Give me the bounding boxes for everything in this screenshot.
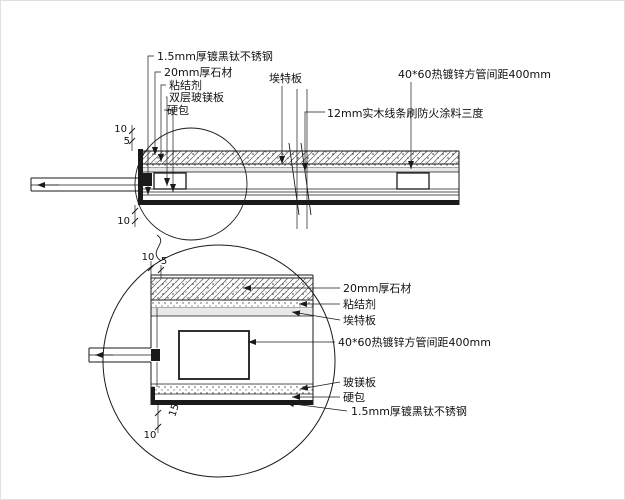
label-hardpack-detail: 硬包 [343,391,365,404]
detail-dimensions: 10 5 10 15 [142,252,182,441]
detail-leader-lines [243,285,348,412]
dim-15-detail-side: 15 [167,402,181,418]
adhesive-layer [141,164,459,168]
top-dimensions: 10 5 10 [114,124,139,227]
label-tube-top: 40*60热镀锌方管间距400mm [398,67,551,81]
end-blocking [142,173,152,186]
label-etex-detail: 埃特板 [343,313,376,327]
stainless-return [151,387,155,405]
dim-5-detail-top: 5 [161,256,167,267]
callout-squiggle [155,234,162,262]
detail-circle [102,244,336,478]
enlarged-detail-view: 20mm厚石材 粘结剂 埃特板 40*60热镀锌方管间距400mm 玻镁板 硬包… [88,244,491,478]
detail-panel-assembly [150,274,314,405]
label-wood-top: 12mm实木线条刷防火涂料三度 [327,106,483,120]
panel-assembly [138,149,460,205]
label-hardpack-top: 硬包 [167,104,189,117]
stainless-end-cap [138,149,143,205]
label-mgo-detail: 玻镁板 [343,375,376,389]
callout-circle [134,127,248,241]
square-tube [178,330,250,380]
etex-layer [151,308,313,316]
label-adhesive-detail: 粘结剂 [343,297,376,311]
detail-wall-bar [88,347,160,363]
stainless-steel-layer [151,400,313,405]
label-stone-top: 20mm厚石材 [164,65,232,79]
square-tube [396,172,430,190]
stainless-steel-layer [138,200,459,205]
adhesive-layer [151,300,313,308]
dim-5-top: 5 [124,136,130,147]
top-leader-lines [145,55,414,195]
end-blocking [151,349,160,361]
label-etex-top: 埃特板 [269,71,302,85]
label-stainless-top: 1.5mm厚镀黑钛不锈钢 [157,49,273,63]
etex-layer [141,168,459,172]
left-wall-bar [30,177,138,192]
square-tube [153,172,187,190]
label-stainless-detail: 1.5mm厚镀黑钛不锈钢 [351,404,467,418]
label-stone-detail: 20mm厚石材 [343,281,411,295]
top-section-view: 1.5mm厚镀黑钛不锈钢 20mm厚石材 粘结剂 双层玻镁板 硬包 埃特板 40… [30,49,551,262]
mgo-layer [151,384,313,394]
dim-10-detail-top: 10 [142,252,155,263]
label-double-mgo-top: 双层玻镁板 [169,90,224,104]
label-tube-detail: 40*60热镀锌方管间距400mm [338,335,491,349]
dim-10-detail-bottom: 10 [144,430,157,441]
dim-10-bottom: 10 [117,216,130,227]
dim-10-top: 10 [114,124,127,135]
label-adhesive-top: 粘结剂 [169,78,202,92]
